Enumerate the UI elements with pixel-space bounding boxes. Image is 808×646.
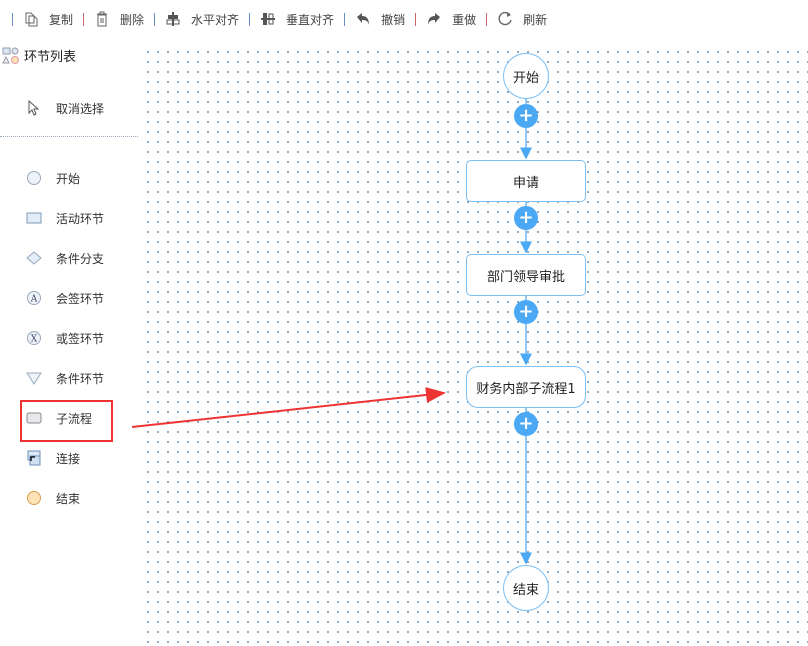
copy-label: 复制 bbox=[49, 12, 74, 27]
separator bbox=[344, 12, 346, 26]
delete-button[interactable]: 删除 bbox=[94, 11, 144, 28]
node-label: 申请 bbox=[512, 175, 539, 191]
trash-icon bbox=[97, 11, 108, 27]
divider bbox=[0, 136, 138, 137]
diamond-icon bbox=[26, 250, 42, 266]
add-node-button[interactable]: + bbox=[514, 104, 538, 128]
tool-countersign[interactable]: A 会签环节 bbox=[26, 288, 104, 308]
activity-node-manager-approval[interactable]: 部门领导审批 bbox=[466, 254, 586, 296]
tool-label: 或签环节 bbox=[56, 331, 105, 346]
tool-label: 条件环节 bbox=[56, 371, 105, 386]
tool-label: 子流程 bbox=[56, 411, 93, 426]
highlight-box bbox=[20, 400, 113, 442]
refresh-icon bbox=[498, 11, 512, 26]
tool-start[interactable]: 开始 bbox=[26, 168, 80, 188]
tool-label: 连接 bbox=[56, 451, 81, 466]
horizontal-align-label: 水平对齐 bbox=[191, 12, 240, 27]
deselect-tool[interactable]: 取消选择 bbox=[26, 98, 104, 118]
end-node[interactable]: 结束 bbox=[503, 565, 549, 611]
node-label: 部门领导审批 bbox=[486, 269, 565, 285]
tool-label: 活动环节 bbox=[56, 211, 105, 226]
vertical-align-label: 垂直对齐 bbox=[286, 12, 335, 27]
end-circle-icon bbox=[26, 490, 42, 506]
node-label: 结束 bbox=[512, 582, 539, 598]
svg-text:A: A bbox=[30, 295, 38, 305]
add-node-button[interactable]: + bbox=[514, 412, 538, 436]
separator bbox=[12, 12, 13, 26]
add-node-button[interactable]: + bbox=[514, 300, 538, 324]
refresh-label: 刷新 bbox=[523, 12, 548, 27]
connection-icon bbox=[26, 450, 42, 466]
vertical-align-button[interactable]: 垂直对齐 bbox=[260, 11, 334, 28]
tool-condition-node[interactable]: 条件环节 bbox=[26, 368, 104, 388]
toolbar: 复制 删除 水平对齐 垂直对齐 撤销 重做 刷新 bbox=[0, 0, 808, 38]
add-node-button[interactable]: + bbox=[514, 206, 538, 230]
align-horizontal-icon bbox=[166, 12, 180, 26]
tool-label: 开始 bbox=[56, 171, 81, 186]
tool-connection[interactable]: 连接 bbox=[26, 448, 80, 468]
refresh-button[interactable]: 刷新 bbox=[497, 11, 547, 28]
align-vertical-icon bbox=[261, 13, 276, 25]
cursor-icon bbox=[26, 100, 42, 116]
panel-title: 环节列表 bbox=[24, 50, 77, 65]
undo-label: 撤销 bbox=[381, 12, 406, 27]
circle-x-icon: X bbox=[26, 330, 42, 346]
redo-button[interactable]: 重做 bbox=[426, 11, 476, 28]
circle-a-icon: A bbox=[26, 290, 42, 306]
separator bbox=[486, 12, 488, 26]
tool-condition-branch[interactable]: 条件分支 bbox=[26, 248, 104, 268]
shapes-icon bbox=[2, 47, 19, 64]
redo-icon bbox=[428, 13, 441, 25]
tool-label: 结束 bbox=[56, 491, 81, 506]
delete-label: 删除 bbox=[120, 12, 145, 27]
activity-node-apply[interactable]: 申请 bbox=[466, 160, 586, 202]
copy-button[interactable]: 复制 bbox=[23, 11, 73, 28]
redo-label: 重做 bbox=[452, 12, 477, 27]
circle-icon bbox=[26, 170, 42, 186]
deselect-label: 取消选择 bbox=[56, 101, 105, 116]
separator bbox=[415, 12, 417, 26]
tool-orsign[interactable]: X 或签环节 bbox=[26, 328, 104, 348]
tool-label: 会签环节 bbox=[56, 291, 105, 306]
svg-text:X: X bbox=[31, 335, 38, 345]
subprocess-icon bbox=[26, 410, 42, 426]
panel-header: 环节列表 bbox=[2, 46, 76, 65]
separator bbox=[154, 12, 156, 26]
horizontal-align-button[interactable]: 水平对齐 bbox=[165, 11, 239, 28]
undo-button[interactable]: 撤销 bbox=[355, 11, 405, 28]
start-node[interactable]: 开始 bbox=[503, 53, 549, 99]
flow-canvas[interactable] bbox=[140, 44, 808, 646]
triangle-down-icon bbox=[26, 370, 42, 386]
tool-end[interactable]: 结束 bbox=[26, 488, 80, 508]
separator bbox=[83, 12, 85, 26]
rectangle-icon bbox=[26, 210, 42, 226]
node-label: 财务内部子流程1 bbox=[476, 381, 576, 397]
tool-label: 条件分支 bbox=[56, 251, 105, 266]
tool-subprocess[interactable]: 子流程 bbox=[26, 408, 92, 428]
node-label: 开始 bbox=[512, 70, 539, 86]
subprocess-node-finance[interactable]: 财务内部子流程1 bbox=[466, 366, 586, 408]
tool-activity[interactable]: 活动环节 bbox=[26, 208, 104, 228]
separator bbox=[249, 12, 251, 26]
copy-icon bbox=[25, 12, 38, 27]
undo-icon bbox=[357, 13, 370, 25]
